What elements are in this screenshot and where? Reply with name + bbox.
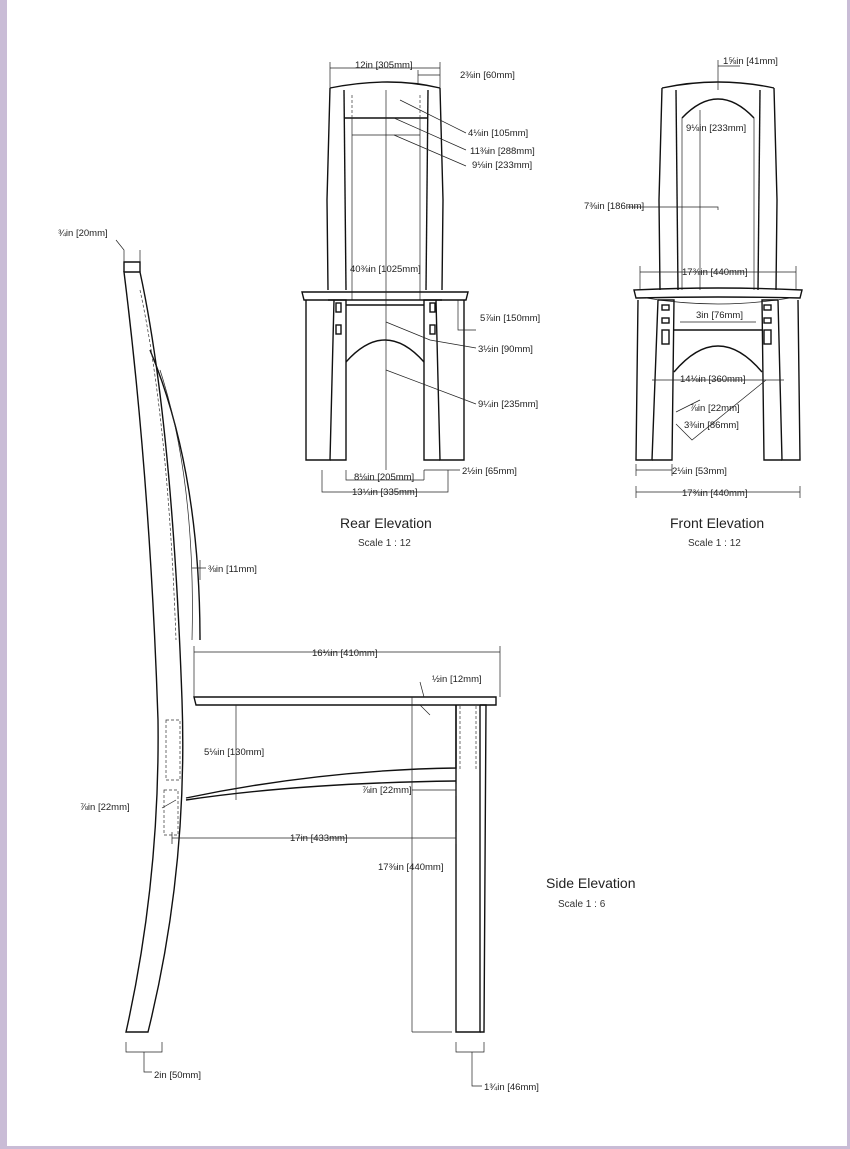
rear-dim-leg-height: 9¼in [235mm]: [478, 399, 538, 410]
rear-dim-between-legs: 8⅛in [205mm]: [354, 472, 414, 483]
rear-arch: [345, 339, 425, 363]
rear-dim-leg-width: 2½in [65mm]: [462, 466, 517, 477]
side-dim-seat-depth: 16⅛in [410mm]: [312, 648, 377, 659]
rear-left-stile: [326, 87, 331, 291]
side-dim-front-foot: 1¾in [46mm]: [484, 1082, 539, 1093]
side-elevation: [115, 239, 501, 1087]
rear-top-rail: [329, 81, 441, 89]
front-seat: [633, 287, 803, 299]
rear-dim-arch: 3½in [90mm]: [478, 344, 533, 355]
front-left-stile: [658, 87, 663, 291]
front-dim-seat-width: 17⅜in [440mm]: [682, 267, 747, 278]
side-dim-rear-foot: 2in [50mm]: [154, 1070, 201, 1081]
side-dim-seat-height: 17⅜in [440mm]: [378, 862, 443, 873]
rear-dim-stile-top: 2⅜in [60mm]: [460, 70, 515, 81]
side-dim-seat-thickness: ½in [12mm]: [432, 674, 482, 685]
front-dim-between: 14⅛in [360mm]: [680, 374, 745, 385]
rear-dim-height: 40⅜in [1025mm]: [350, 264, 421, 275]
rear-elevation-title: Rear Elevation: [340, 515, 432, 531]
front-dim-arch: 9⅛in [233mm]: [686, 123, 746, 134]
front-top-arch: [681, 98, 755, 119]
rear-dim-base-width: 13¼in [335mm]: [352, 487, 417, 498]
side-back-leg: [123, 271, 184, 1033]
front-dim-apron: 3in [76mm]: [696, 310, 743, 321]
side-dim-front-tenon: ⅞in [22mm]: [362, 785, 412, 796]
front-dim-top-rail: 1⅝in [41mm]: [723, 56, 778, 67]
side-stretcher: [185, 705, 457, 799]
rear-right-stile: [439, 87, 444, 291]
side-elevation-title: Side Elevation: [546, 875, 636, 891]
side-front-leg: [455, 705, 481, 1033]
side-dim-slat: ⅜in [11mm]: [208, 564, 257, 575]
rear-left-leg: [305, 299, 335, 461]
side-back-slat: [149, 349, 201, 641]
front-elevation: [628, 60, 803, 498]
front-dim-panel-height: 7⅜in [186mm]: [584, 201, 644, 212]
rear-dim-overall-width: 12in [305mm]: [355, 60, 413, 71]
rear-dim-apron: 5⅞in [150mm]: [480, 313, 540, 324]
rear-dim-rail: 4⅛in [105mm]: [468, 128, 528, 139]
front-dim-leg: 3⅜in [86mm]: [684, 420, 739, 431]
front-dim-leg-width: 2⅛in [53mm]: [672, 466, 727, 477]
rear-elevation: [301, 62, 477, 493]
side-dim-stretcher: 17in [433mm]: [290, 833, 348, 844]
rear-elevation-scale: Scale 1 : 12: [358, 538, 411, 549]
side-elevation-scale: Scale 1 : 6: [558, 899, 606, 910]
rear-dim-inner: 11⅜in [288mm]: [470, 146, 535, 157]
front-dim-base-width: 17⅜in [440mm]: [682, 488, 747, 499]
rear-right-leg: [435, 299, 465, 461]
side-seat: [193, 696, 497, 706]
front-dim-tenon: ⅞in [22mm]: [690, 403, 740, 414]
side-dim-rear-tenon: ⅞in [22mm]: [80, 802, 130, 813]
rear-dim-panel: 9⅛in [233mm]: [472, 160, 532, 171]
front-elevation-title: Front Elevation: [670, 515, 764, 531]
front-arch: [673, 345, 763, 373]
front-elevation-scale: Scale 1 : 12: [688, 538, 741, 549]
rear-seat: [301, 291, 469, 301]
front-right-stile: [773, 87, 778, 291]
side-dim-top: ¾in [20mm]: [58, 228, 108, 239]
side-dim-apron: 5⅛in [130mm]: [204, 747, 264, 758]
